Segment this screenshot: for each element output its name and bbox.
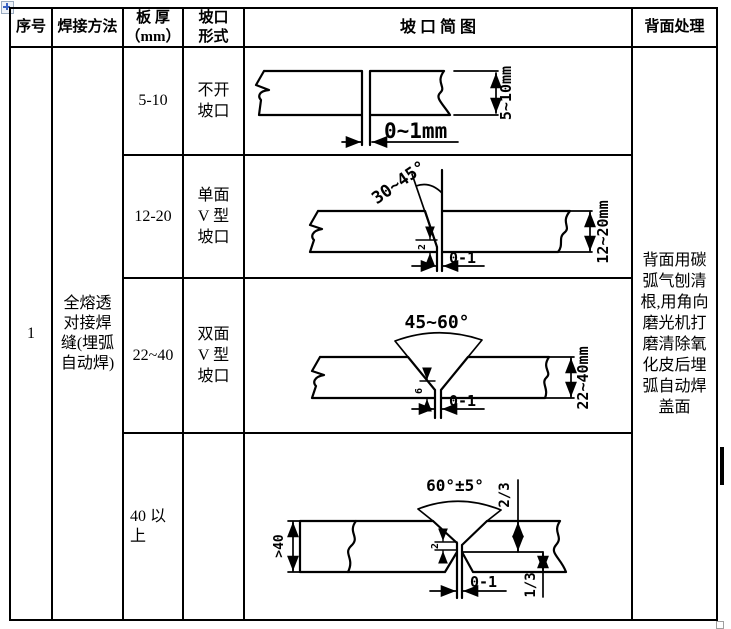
thickness-label: 5~10mm	[497, 66, 515, 120]
cell-back-treatment[interactable]: 背面用碳 弧气刨清 根,用角向 磨光机打 磨清除氧 化皮后埋 弧自动焊 盖面	[640, 251, 709, 416]
thickness-dimension: 5~10mm	[453, 66, 515, 120]
text-cursor	[720, 447, 724, 485]
angle-label: 60°±5°	[426, 476, 484, 495]
root-face-label: 2	[430, 543, 441, 549]
header-serial[interactable]: 序号	[15, 19, 46, 35]
thickness-label: 12~20mm	[594, 200, 612, 263]
table-gridline	[631, 7, 633, 621]
cell-welding-method[interactable]: 全熔透 对接焊 缝(埋弧 自动焊)	[60, 294, 115, 372]
table-gridline	[122, 277, 633, 279]
table-gridline	[122, 432, 633, 434]
lower-depth-dimension: 1/3	[523, 551, 549, 598]
groove-diagram-double-v[interactable]: 45~60° 6 0-1 22~40mm	[244, 278, 632, 433]
table-gridline	[122, 7, 124, 621]
table-gridline	[122, 154, 633, 156]
angle-label: 45~60°	[404, 312, 469, 333]
gap-label: 0-1	[470, 573, 497, 591]
thickness-dimension: 12~20mm	[557, 200, 612, 264]
lower-depth-label: 1/3	[523, 572, 539, 597]
thickness-label: 22~40mm	[574, 346, 592, 409]
cell-thickness-row2[interactable]: 12-20	[134, 207, 172, 225]
header-back-treatment[interactable]: 背面处理	[644, 19, 705, 35]
root-face-label: 2	[417, 244, 428, 250]
table-resize-handle[interactable]	[716, 621, 724, 629]
thickness-dimension: 22~40mm	[544, 346, 592, 410]
angle-dimension: 30~45°	[368, 157, 443, 248]
cell-groove-type-row4[interactable]	[183, 433, 244, 620]
upper-depth-label: 2/3	[497, 482, 513, 507]
groove-diagram-asymmetric-double-v[interactable]: 60°±5° >40 2/3 1/3 2 0	[244, 433, 632, 620]
left-thickness-dimension: >40	[272, 520, 301, 573]
gap-label: 0-1	[449, 249, 476, 267]
root-face-label: 6	[414, 388, 425, 394]
plate-outlines	[254, 69, 452, 147]
plate-outlines	[308, 168, 572, 273]
table-gridline	[51, 7, 53, 621]
cell-thickness-row1[interactable]: 5-10	[138, 92, 168, 109]
cell-groove-type-row1[interactable]: 不开 坡口	[197, 82, 230, 120]
header-groove-type[interactable]: 坡口 形式	[198, 9, 229, 45]
gap-dimension: 0~1mm	[341, 119, 459, 148]
cell-thickness-row4[interactable]: 40 以 上	[130, 507, 167, 545]
gap-dimension: 0-1	[411, 249, 485, 272]
table-gridline	[9, 46, 718, 48]
header-diagram[interactable]: 坡 口 简 图	[399, 19, 476, 36]
upper-depth-dimension: 2/3	[497, 479, 524, 553]
cell-groove-type-row2[interactable]: 单面 V 型 坡口	[197, 187, 230, 246]
table-gridline	[716, 7, 718, 621]
angle-dimension: 45~60°	[394, 312, 483, 358]
table-gridline	[9, 7, 11, 621]
groove-diagram-single-v[interactable]: 30~45° 2 0-1 12~20mm	[244, 155, 632, 278]
header-thickness[interactable]: 板 厚 （mm）	[125, 9, 181, 45]
root-face-dimension: 2	[430, 528, 458, 564]
header-method[interactable]: 焊接方法	[57, 19, 118, 35]
table-gridline	[9, 7, 718, 9]
gap-dimension: 0-1	[429, 573, 507, 597]
table-gridline	[9, 619, 718, 621]
gap-label: 0-1	[449, 392, 476, 410]
cell-groove-type-row3[interactable]: 双面 V 型 坡口	[197, 326, 230, 385]
groove-diagram-no-groove[interactable]: 5~10mm 0~1mm	[244, 47, 632, 155]
cell-thickness-row3[interactable]: 22~40	[132, 346, 174, 364]
cell-serial-no[interactable]: 1	[27, 324, 35, 342]
table-gridline	[182, 7, 184, 621]
plate-outlines	[310, 355, 551, 420]
table-gridline	[243, 7, 245, 621]
angle-dimension: 60°±5°	[417, 476, 502, 522]
thickness-label: >40	[272, 534, 287, 558]
gap-dimension: 0-1	[411, 392, 485, 415]
move-cross-vertical	[6, 3, 8, 10]
gap-label: 0~1mm	[384, 119, 447, 143]
